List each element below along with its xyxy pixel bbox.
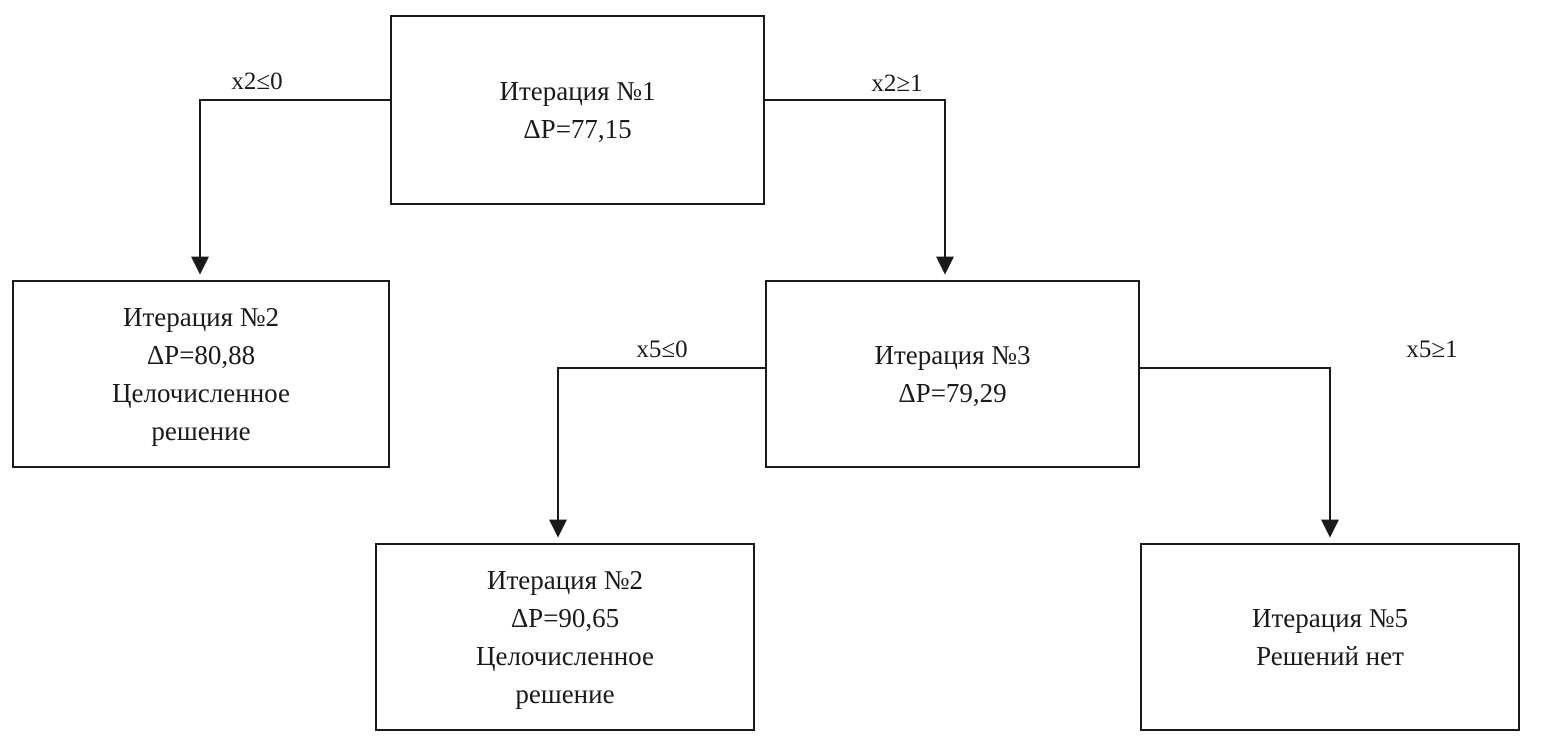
- node-iteration-3: Итерация №3 ΔP=79,29: [765, 280, 1140, 468]
- node-iteration-2-bottom: Итерация №2 ΔP=90,65 Целочисленное решен…: [375, 543, 755, 731]
- node-text-line: Итерация №2: [486, 565, 644, 595]
- node-text-line: Итерация №1: [499, 76, 656, 106]
- edge-label-x2-ge-1: x2≥1: [868, 70, 926, 98]
- node-iteration-5: Итерация №5 Решений нет: [1140, 543, 1520, 731]
- edge-x5-le-0: [549, 367, 765, 538]
- edge-label-x5-le-0: x5≤0: [633, 336, 691, 364]
- node-text-line: решение: [151, 416, 251, 446]
- edge-x2-ge-1: [765, 99, 954, 275]
- edge-label-x5-ge-1: x5≥1: [1403, 336, 1461, 364]
- node-text-line: Целочисленное: [112, 378, 290, 408]
- node-text-line: ΔP=79,29: [898, 378, 1007, 408]
- node-text-line: ΔP=80,88: [146, 340, 256, 370]
- node-text-line: ΔP=90,65: [510, 603, 620, 633]
- edge-label-x2-le-0: x2≤0: [228, 68, 286, 96]
- node-text-line: Итерация №2: [122, 302, 280, 332]
- node-iteration-1: Итерация №1 ΔP=77,15: [390, 15, 765, 205]
- node-text-line: решение: [515, 679, 615, 709]
- edge-x2-le-0: [191, 99, 390, 275]
- node-text-line: Итерация №5: [1251, 603, 1409, 633]
- node-text-line: Решений нет: [1256, 641, 1404, 671]
- node-iteration-2-left: Итерация №2 ΔP=80,88 Целочисленное решен…: [12, 280, 390, 468]
- node-text-line: ΔP=77,15: [523, 114, 632, 144]
- node-text-line: Целочисленное: [476, 641, 654, 671]
- node-text-line: Итерация №3: [874, 340, 1031, 370]
- edge-x5-ge-1: [1140, 367, 1339, 538]
